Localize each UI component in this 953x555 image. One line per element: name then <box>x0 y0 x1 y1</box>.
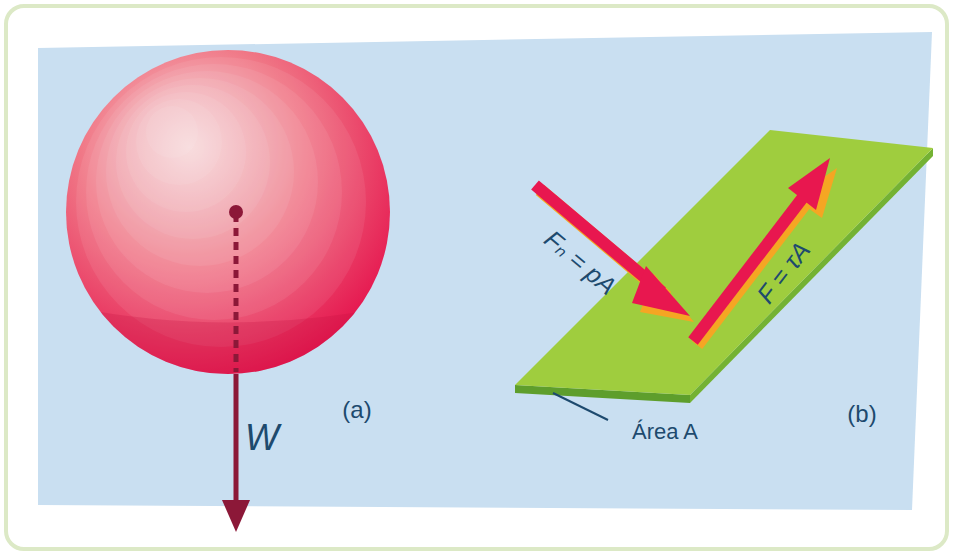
weight-line <box>234 374 239 508</box>
sphere-ring <box>106 78 294 266</box>
panel-label: (a) <box>342 398 371 422</box>
sphere-ring <box>76 57 366 347</box>
weight-symbol: W <box>245 420 279 456</box>
center-dot <box>229 205 243 219</box>
sphere-ring <box>116 85 270 239</box>
weight-line-dashed <box>234 214 239 372</box>
panel-label: (b) <box>847 402 876 426</box>
shear-force-arrow <box>693 158 837 345</box>
weight-arrowhead <box>222 500 250 532</box>
sphere-ring <box>136 99 222 185</box>
sphere-ring <box>146 106 198 158</box>
sphere-ring <box>96 71 318 293</box>
frame <box>6 6 947 549</box>
plate <box>515 130 933 395</box>
normal-force-arrow <box>535 185 694 322</box>
sphere-ring <box>126 92 246 212</box>
leader-line <box>553 393 608 420</box>
plane <box>38 32 932 510</box>
sphere-shade <box>40 300 420 400</box>
sphere-ring <box>86 64 342 320</box>
area-label: Área A <box>632 421 698 443</box>
